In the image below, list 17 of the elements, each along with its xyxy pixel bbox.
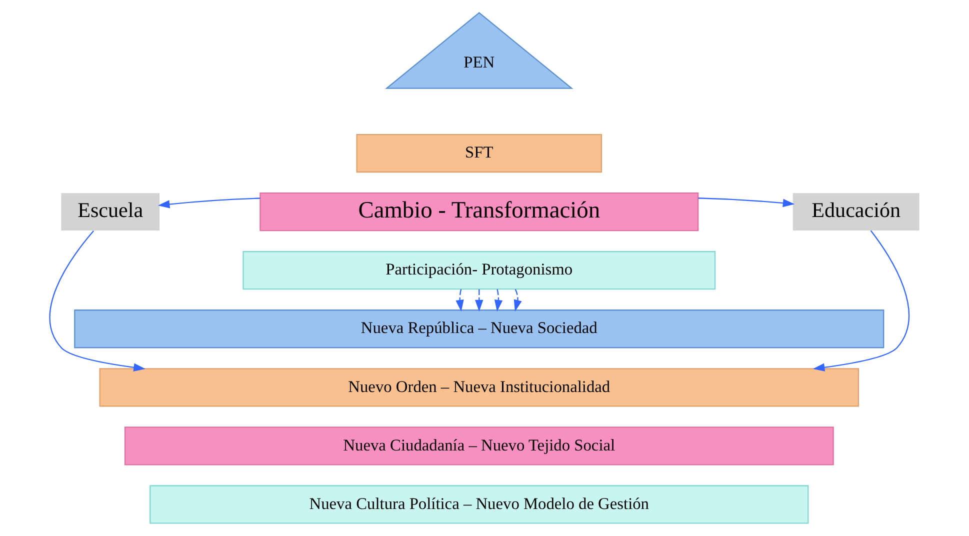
arrow [475, 289, 484, 312]
arrow [514, 289, 522, 312]
arrow [812, 230, 910, 372]
node-box: SFT [356, 134, 602, 173]
node-box: Educación [792, 193, 920, 231]
arrow [49, 230, 146, 372]
node-box: Nueva Ciudadanía – Nuevo Tejido Social [124, 426, 834, 466]
arrow [158, 198, 260, 208]
node-box: Escuela [61, 193, 160, 231]
node-box: Cambio - Transformación [260, 192, 699, 232]
node-box: Participación- Protagonismo [242, 251, 716, 290]
arrow [494, 289, 503, 312]
node-box: Nueva Cultura Política – Nuevo Modelo de Gestión [150, 485, 809, 524]
node-box: Nueva República – Nueva Sociedad [74, 310, 884, 348]
arrow [456, 289, 464, 312]
arrow [698, 198, 795, 208]
node-box: Nuevo Orden – Nueva Institucionalidad [99, 368, 860, 407]
